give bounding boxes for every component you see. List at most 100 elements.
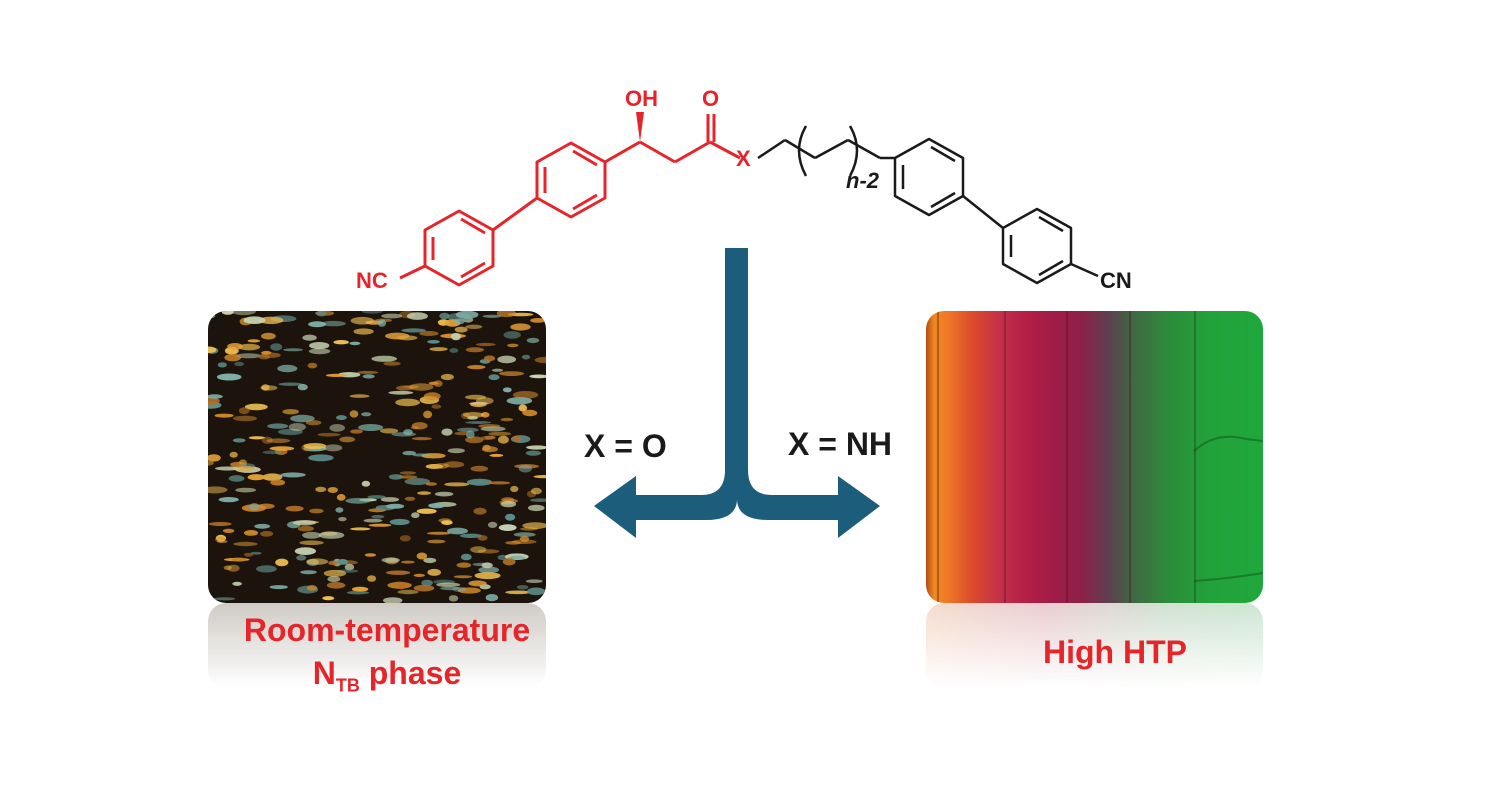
texture-streak <box>337 559 349 565</box>
texture-streak <box>308 454 334 462</box>
texture-streak <box>467 365 486 370</box>
texture-streak <box>427 539 446 544</box>
texture-streak <box>454 326 468 333</box>
texture-streak <box>285 505 304 512</box>
texture-streak <box>261 350 272 355</box>
texture-streak <box>318 531 345 539</box>
texture-streak <box>208 397 220 405</box>
texture-streak <box>410 425 420 430</box>
texture-streak <box>227 564 240 572</box>
texture-streak <box>238 407 250 415</box>
texture-streak <box>222 528 235 533</box>
texture-streak <box>411 512 420 519</box>
texture-streak <box>234 361 245 367</box>
texture-streak <box>505 590 531 595</box>
texture-streak <box>426 531 451 535</box>
texture-streak <box>505 513 516 521</box>
texture-streak <box>308 348 331 355</box>
texture-streak <box>309 342 330 350</box>
phase-word: phase <box>359 655 462 691</box>
texture-streak <box>395 398 420 407</box>
texture-streak <box>362 374 375 379</box>
texture-streak <box>349 394 370 398</box>
texture-streak <box>525 579 543 583</box>
texture-streak <box>397 475 418 479</box>
texture-streak <box>427 340 440 344</box>
texture-streak <box>473 507 487 515</box>
texture-streak <box>526 337 540 344</box>
texture-streak <box>483 355 496 362</box>
texture-streak <box>507 343 519 348</box>
texture-streak <box>470 465 489 472</box>
texture-streak <box>452 586 467 592</box>
texture-streak <box>327 576 341 583</box>
texture-streak <box>423 410 433 419</box>
texture-streak <box>506 397 533 405</box>
texture-streak <box>306 558 329 565</box>
repeat-bracket-left <box>797 125 808 177</box>
texture-streak <box>500 500 517 508</box>
texture-streak <box>361 311 383 314</box>
texture-streak <box>453 575 473 579</box>
chiral-core-fragment <box>399 114 741 287</box>
texture-streak <box>465 347 484 353</box>
texture-streak <box>429 347 448 352</box>
texture-streak <box>335 507 344 513</box>
texture-streak <box>363 518 383 523</box>
texture-streak <box>213 597 236 601</box>
texture-streak <box>305 420 322 426</box>
nitrile-right-label: CN <box>1100 268 1132 293</box>
texture-streak <box>481 562 493 569</box>
texture-streak <box>518 404 528 412</box>
texture-streak <box>262 473 283 481</box>
texture-streak <box>344 563 355 571</box>
texture-streak <box>338 517 347 522</box>
cyanobiphenyl-ring-2 <box>535 141 607 219</box>
texture-streak <box>427 568 441 576</box>
texture-streak <box>247 474 266 481</box>
texture-streak <box>478 424 501 429</box>
texture-streak <box>217 362 227 368</box>
texture-streak <box>345 497 371 504</box>
texture-streak <box>496 311 517 318</box>
texture-streak <box>208 346 217 354</box>
texture-streak <box>232 415 258 422</box>
texture-streak <box>361 412 372 417</box>
texture-streak <box>351 586 369 592</box>
texture-streak <box>474 572 501 580</box>
texture-streak <box>233 541 258 547</box>
texture-streak <box>465 324 483 329</box>
texture-streak <box>292 520 317 526</box>
texture-streak <box>327 487 338 493</box>
texture-streak <box>411 437 432 441</box>
texture-streak <box>303 443 327 450</box>
texture-streak <box>518 464 532 473</box>
texture-streak <box>316 311 327 317</box>
cyanobiphenyl-ring-1 <box>423 209 495 287</box>
texture-streak <box>451 332 461 341</box>
texture-streak <box>349 410 359 418</box>
texture-streak <box>455 311 479 319</box>
texture-streak <box>416 508 437 514</box>
texture-streak <box>278 382 303 386</box>
texture-streak <box>350 316 375 325</box>
texture-streak <box>399 535 411 542</box>
texture-streak <box>399 471 417 475</box>
texture-streak <box>371 514 385 519</box>
texture-streak <box>385 570 411 575</box>
texture-streak <box>434 491 454 497</box>
texture-streak <box>353 328 374 335</box>
texture-streak <box>510 323 531 331</box>
texture-streak <box>447 448 465 454</box>
texture-streak <box>229 451 238 458</box>
texture-streak <box>266 438 291 443</box>
texture-streak <box>208 394 223 399</box>
texture-streak <box>248 436 266 440</box>
texture-streak <box>380 497 400 502</box>
texture-streak <box>516 585 529 590</box>
right-result-label: High HTP <box>1043 634 1187 670</box>
texture-streak <box>243 552 254 557</box>
texture-streak <box>413 584 435 592</box>
texture-streak <box>530 318 546 323</box>
texture-streak <box>383 597 403 603</box>
